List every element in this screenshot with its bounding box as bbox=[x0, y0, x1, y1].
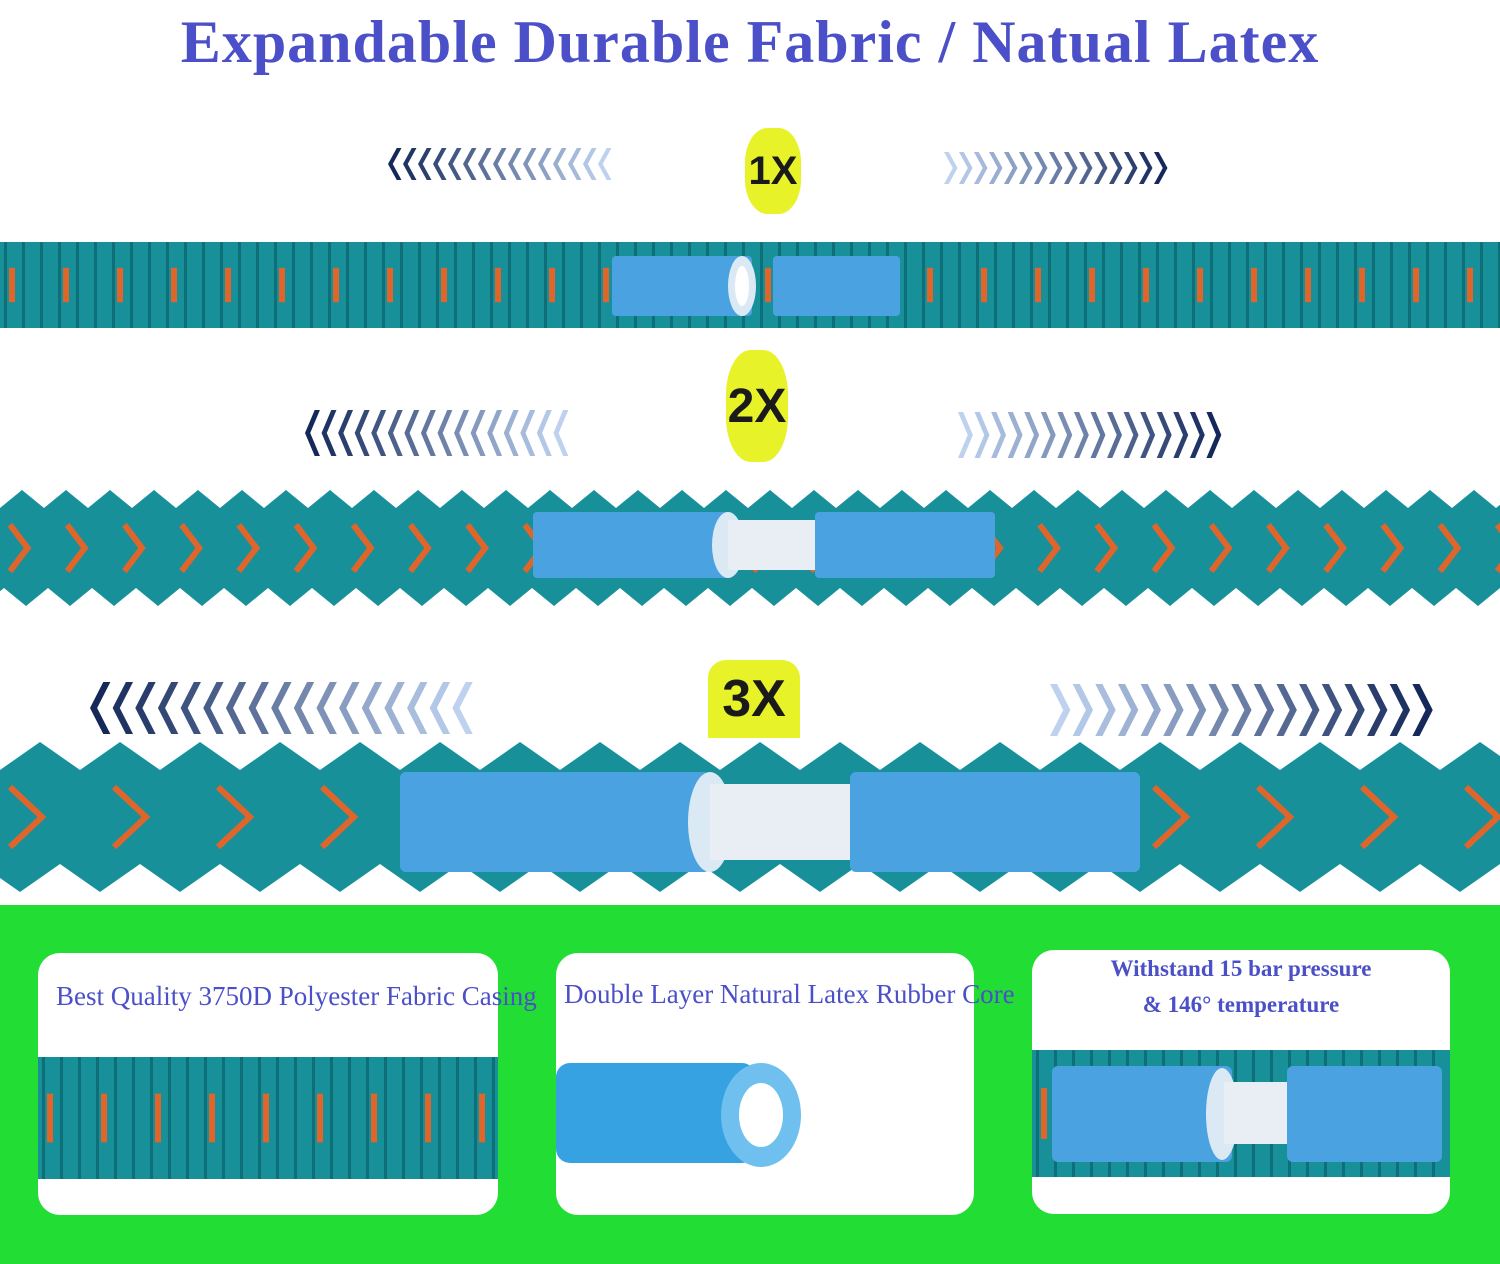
feature-card-pressure: Withstand 15 bar pressure & 146° tempera… bbox=[1032, 950, 1450, 1214]
chevron-right-icon bbox=[944, 152, 1168, 184]
stage-label-2x: 2X bbox=[727, 379, 787, 433]
feature-card-fabric: Best Quality 3750D Polyester Fabric Casi… bbox=[38, 953, 537, 1215]
chevron-left-icon bbox=[90, 682, 473, 734]
page-title: Expandable Durable Fabric / Natual Latex bbox=[180, 9, 1320, 75]
hose-2x bbox=[0, 490, 1500, 606]
stage-label-3x: 3X bbox=[722, 670, 786, 728]
arrows-left-2x bbox=[305, 408, 570, 458]
core-tube-right-3x bbox=[850, 772, 1140, 872]
latex-tube-image bbox=[556, 1063, 801, 1167]
arrows-right-3x bbox=[1050, 682, 1435, 738]
core-tube-right-1x bbox=[773, 256, 900, 316]
chevron-right-icon bbox=[1050, 684, 1433, 736]
core-tube-left-3x bbox=[400, 772, 710, 872]
feature-caption-fabric: Best Quality 3750D Polyester Fabric Casi… bbox=[56, 981, 537, 1011]
fabric-swatch-image bbox=[38, 1057, 498, 1179]
feature-card-core: Double Layer Natural Latex Rubber Core bbox=[556, 953, 1015, 1215]
core-tube-right-2x bbox=[815, 512, 995, 578]
core-tube-left-2x bbox=[533, 512, 733, 578]
stage-badge-1x: 1X bbox=[745, 128, 801, 214]
arrows-right-1x bbox=[944, 150, 1169, 186]
arrows-right-2x bbox=[958, 410, 1223, 460]
chevron-right-icon bbox=[958, 412, 1222, 458]
chevron-left-icon bbox=[388, 148, 612, 180]
feature-caption-pressure-line1: Withstand 15 bar pressure bbox=[1110, 956, 1372, 981]
chevron-left-icon bbox=[305, 410, 569, 456]
feature-caption-pressure-line2: & 146° temperature bbox=[1142, 992, 1340, 1017]
stage-badge-2x: 2X bbox=[726, 350, 788, 462]
hose-fabric-1x bbox=[0, 242, 1500, 328]
hose-fabric-3x bbox=[0, 742, 1500, 892]
stage-label-1x: 1X bbox=[748, 148, 798, 193]
core-tube-left-1x bbox=[612, 256, 752, 316]
stage-badge-3x: 3X bbox=[708, 660, 800, 738]
hose-3x bbox=[0, 742, 1500, 892]
arrows-left-1x bbox=[388, 146, 613, 182]
pressure-hose-image bbox=[1032, 1050, 1450, 1177]
feature-caption-core: Double Layer Natural Latex Rubber Core bbox=[564, 979, 1015, 1009]
arrows-left-3x bbox=[90, 680, 475, 736]
hose-fabric-2x bbox=[0, 490, 1500, 606]
hose-1x bbox=[0, 236, 1500, 334]
